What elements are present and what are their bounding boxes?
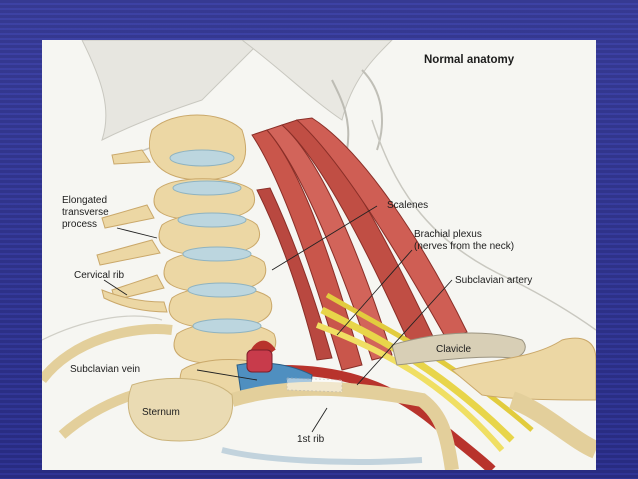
first-rib: [229, 381, 459, 470]
anatomy-illustration: [42, 40, 596, 470]
sternum: [127, 378, 234, 442]
label-first-rib: 1st rib: [297, 434, 325, 445]
label-subclavian-vein: Subclavian vein: [70, 364, 141, 375]
label-clavicle: Clavicle: [436, 344, 472, 355]
label-scalenes: Scalenes: [387, 200, 429, 211]
figure-title: Normal anatomy: [424, 54, 515, 66]
scalene-muscles: [251, 117, 468, 371]
subclavian-artery: [281, 365, 496, 470]
clavicle: [391, 332, 526, 366]
label-subclavian-artery: Subclavian artery: [455, 275, 533, 286]
label-cervical-rib: Cervical rib: [74, 270, 125, 281]
label-elongated-transverse-process: Elongated transverse process: [62, 195, 109, 230]
label-brachial-plexus-subtitle: (nerves from the neck): [414, 241, 515, 252]
label-sternum: Sternum: [142, 407, 180, 418]
anatomy-illustration-panel: Normal anatomy Elongated transverse proc…: [42, 40, 596, 470]
label-brachial-plexus: Brachial plexus: [414, 229, 482, 240]
